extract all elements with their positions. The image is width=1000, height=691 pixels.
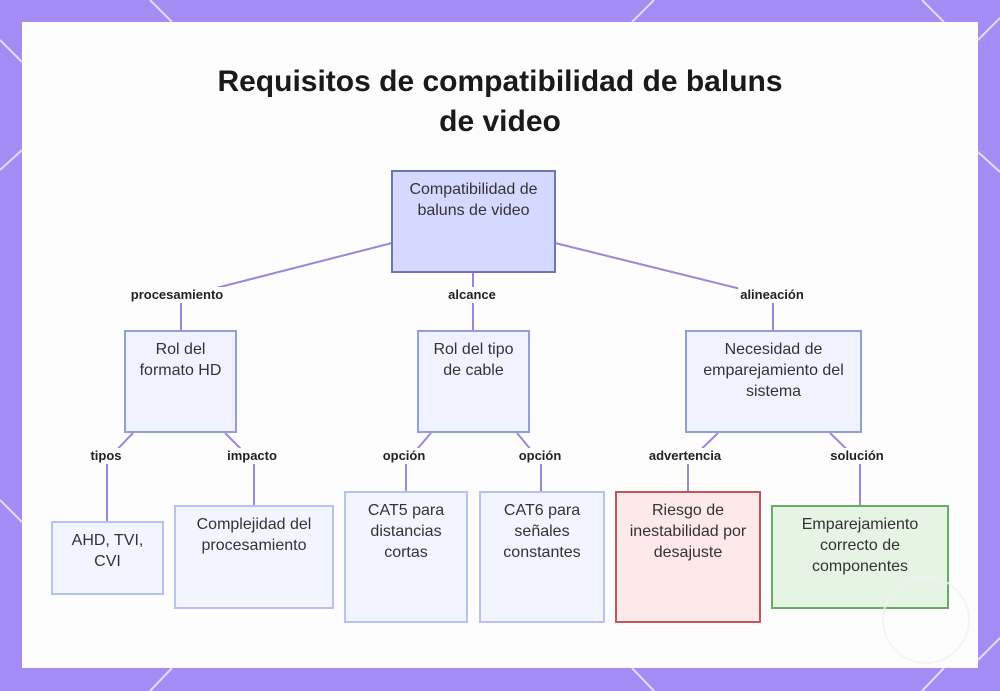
edge-impacto [224, 432, 255, 505]
node-instability-risk[interactable]: Riesgo de inestabilidad por desajuste [615, 491, 761, 623]
edge-label-procesamiento: procesamiento [128, 287, 226, 303]
edge-label-opcion-cat5: opción [380, 448, 428, 464]
node-cat6[interactable]: CAT6 para señales constantes [479, 491, 605, 623]
diagram-title: Requisitos de compatibilidad de baluns d… [217, 65, 783, 138]
edge-label-advertencia: advertencia [646, 448, 724, 464]
node-formats[interactable]: AHD, TVI, CVI [51, 521, 164, 595]
node-system-matching[interactable]: Necesidad de emparejamiento del sistema [685, 330, 862, 433]
edge-label-tipos: tipos [88, 448, 124, 464]
node-hd-format[interactable]: Rol del formato HD [124, 330, 237, 433]
edge-label-impacto: impacto [225, 448, 279, 464]
edge-solucion [829, 432, 861, 505]
node-root[interactable]: Compatibilidad de baluns de video [391, 170, 556, 273]
edge-label-alcance: alcance [446, 287, 498, 303]
edge-tipos [106, 432, 134, 521]
node-complexity[interactable]: Complejidad del procesamiento [174, 505, 334, 609]
edge-label-alineacion: alineación [738, 287, 806, 303]
node-cable-type[interactable]: Rol del tipo de cable [417, 330, 530, 433]
watermark-logo [882, 576, 970, 664]
node-cat5[interactable]: CAT5 para distancias cortas [344, 491, 468, 623]
edge-label-solucion: solución [828, 448, 886, 464]
edge-label-opcion-cat6: opción [516, 448, 564, 464]
